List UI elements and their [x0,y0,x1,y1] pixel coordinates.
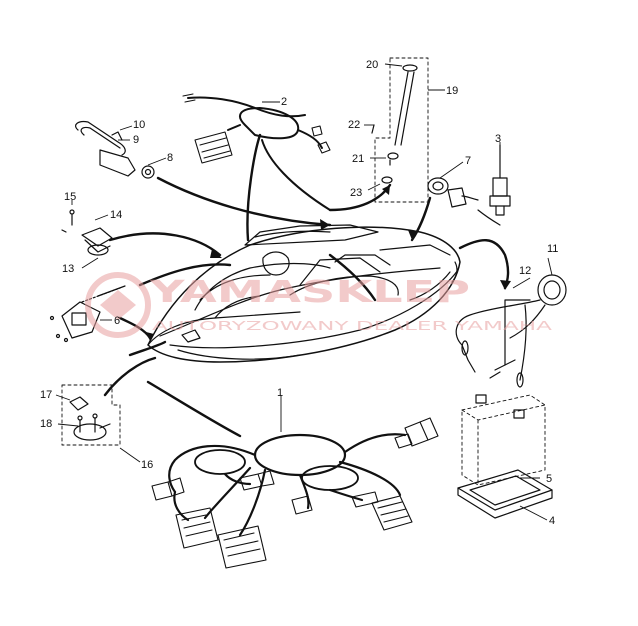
callout-2: 2 [281,96,287,108]
plug-part [61,384,121,446]
callout-15: 15 [64,191,76,203]
callout-17: 17 [40,389,52,401]
rail-part [75,120,155,179]
callout-13: 13 [62,263,74,275]
leader-lines [55,63,553,521]
callout-22: 22 [348,119,360,131]
watermark-brand: YAMASKLEP [148,275,470,310]
callout-19: 19 [446,85,458,97]
battery [461,394,546,486]
arrow-heads [146,185,511,341]
callout-21: 21 [352,153,364,165]
callout-12: 12 [519,265,531,277]
callout-labels: 1 2 3 4 5 6 7 8 9 10 11 12 13 14 15 16 1… [40,59,558,527]
callout-3: 3 [495,133,501,145]
callout-5: 5 [546,473,552,485]
callout-9: 9 [133,134,139,146]
main-wire-harness [168,433,407,537]
battery-tray [457,469,553,519]
callout-6: 6 [114,315,120,327]
watermark-tagline: AUTORYZOWANY DEALER YAMAHA [152,319,554,333]
harness-connectors [151,417,439,569]
battery-switch [455,274,567,388]
callout-4: 4 [549,515,555,527]
antenna-part [371,57,429,203]
callout-16: 16 [141,459,153,471]
callout-11: 11 [547,243,558,255]
sensor-part [427,144,511,226]
watermark-logo-ring [85,272,151,338]
watermark-logo-mark [100,290,136,320]
top-harness-connectors [182,93,331,164]
top-wire-harness [187,96,331,211]
callout-7: 7 [465,155,471,167]
callout-18: 18 [40,418,52,430]
switch-part [61,209,113,256]
callout-14: 14 [110,209,122,221]
boat-hull [147,224,461,363]
callout-10: 10 [133,119,145,131]
callout-23: 23 [350,187,362,199]
callout-1: 1 [277,387,283,399]
callout-20: 20 [366,59,378,71]
watermark: YAMASKLEP AUTORYZOWANY DEALER YAMAHA [85,272,554,338]
callout-8: 8 [167,152,173,164]
